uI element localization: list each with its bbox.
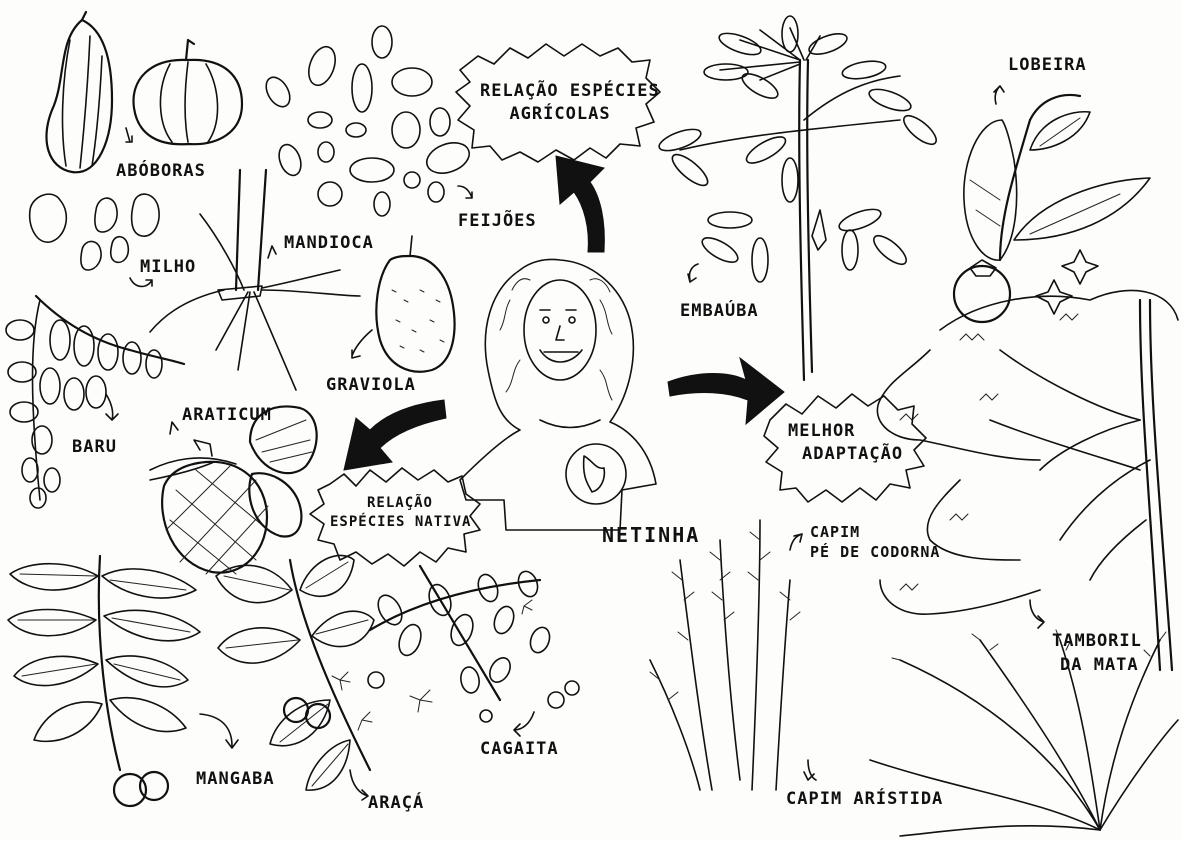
tamboril-sketch [877,290,1178,670]
label-araca: ARAÇÁ [368,794,424,814]
label-milho: MILHO [140,258,196,278]
beans-sketch [261,26,473,216]
arrow-to-adaptation [668,358,784,424]
embauba-sketch [657,16,941,380]
lobeira-sketch [954,86,1150,322]
bubble-native-line2: ESPÉCIES NATIVA [330,513,470,532]
label-graviola: GRAVIOLA [326,376,416,396]
araca-sketch [216,555,374,800]
label-feijoes: FEIJÕES [458,212,537,232]
label-netinha: NETINHA [602,524,700,547]
label-baru: BARU [72,438,117,458]
bubble-native-line1: RELAÇÃO [330,494,470,513]
label-cagaita: CAGAITA [480,740,559,760]
bubble-native-text: RELAÇÃO ESPÉCIES NATIVA [330,494,470,532]
label-aboboras: ABÓBORAS [116,162,206,182]
pumpkin-sketch [46,12,242,172]
label-capim-pe-de-codorna-line2: PÉ DE CODORNA [810,544,940,561]
label-mangaba: MANGABA [196,770,275,790]
label-mandioca: MANDIOCA [284,234,374,254]
arrow-to-native [344,400,446,470]
label-lobeira: LOBEIRA [1008,56,1087,76]
bubble-agricultural-line1: RELAÇÃO ESPÉCIES [480,80,640,103]
araticum-sketch [150,406,317,574]
label-tamboril-line1: TAMBORIL [1052,632,1142,652]
cagaita-sketch [368,566,579,736]
bubble-adaptation-line1: MELHOR [788,420,908,443]
bubble-agricultural-text: RELAÇÃO ESPÉCIES AGRÍCOLAS [480,80,640,126]
bubble-agricultural-line2: AGRÍCOLAS [480,103,640,126]
label-tamboril-line2: DA MATA [1060,656,1139,676]
bubble-adaptation-line2: ADAPTAÇÃO [788,443,908,466]
label-embauba: EMBAÚBA [680,302,759,322]
baru-sketch [6,296,184,508]
label-capim-aristida: CAPIM ARÍSTIDA [786,790,943,810]
arrow-to-agricultural [556,156,604,252]
bubble-adaptation-text: MELHOR ADAPTAÇÃO [788,420,908,466]
label-capim-pe-de-codorna-line1: CAPIM [810,524,860,541]
netinha-portrait [460,259,656,530]
soursop-sketch [352,236,455,372]
capim-pe-de-codorna-sketch [650,520,802,790]
label-araticum: ARATICUM [182,406,272,426]
cassava-sketch [150,170,360,390]
